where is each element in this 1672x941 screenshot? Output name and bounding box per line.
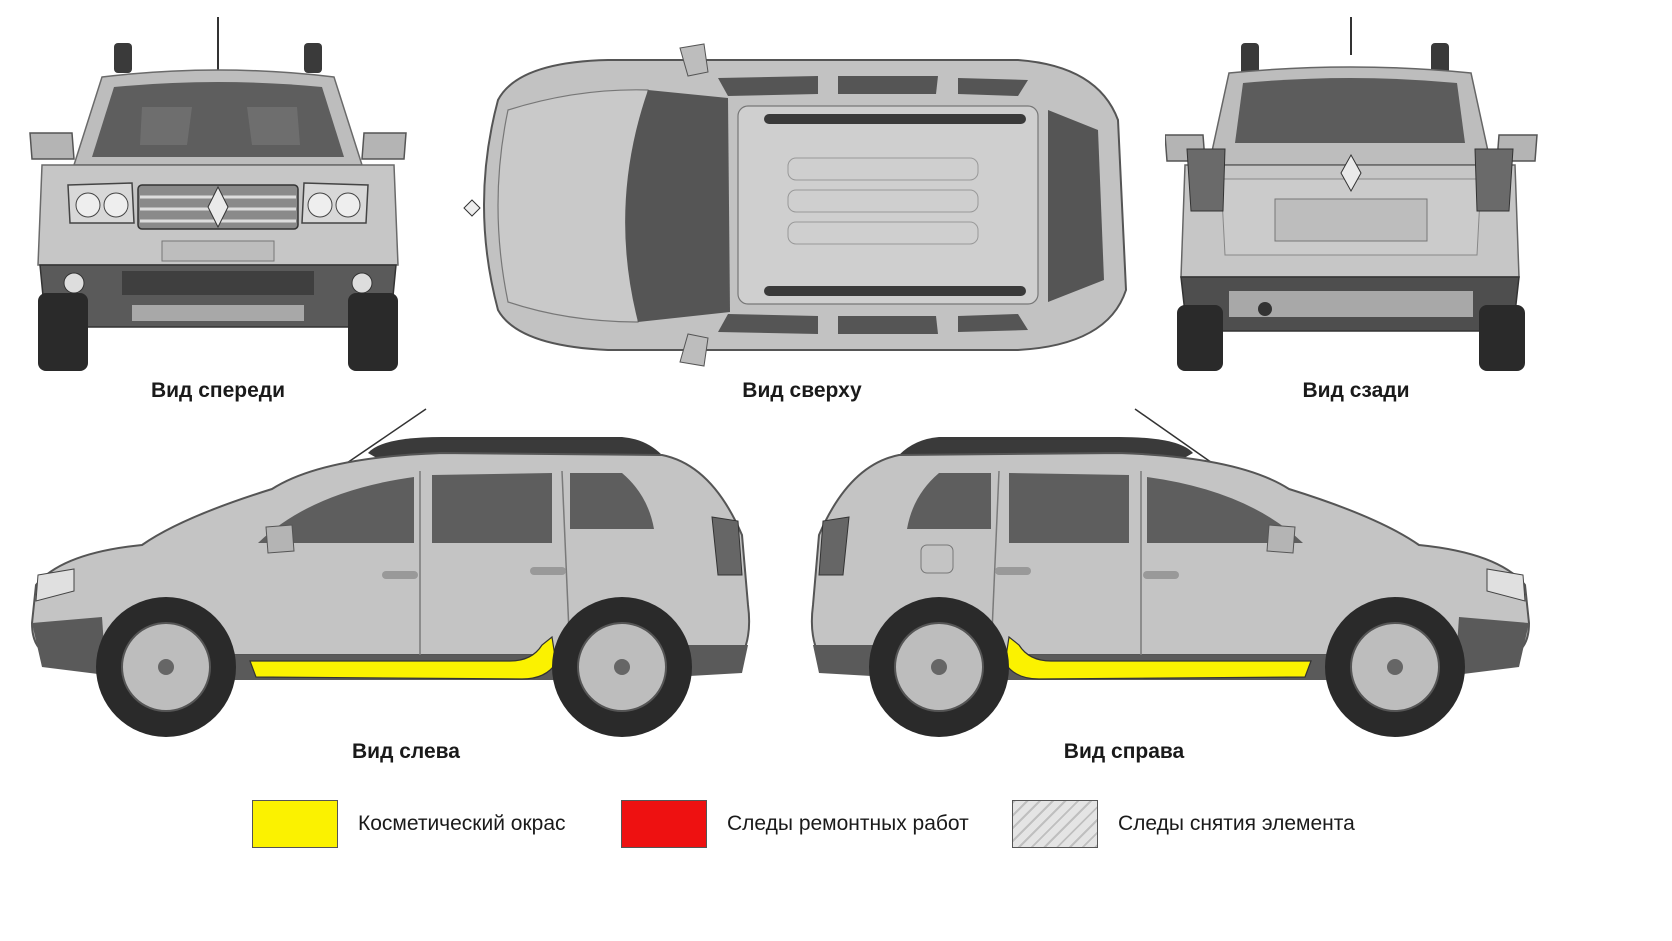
rear-view-label: Вид сзади <box>1302 379 1410 402</box>
left-view-label: Вид слева <box>352 740 460 763</box>
legend-label-cosmetic-paint: Косметический окрас <box>358 812 566 835</box>
right-view-label: Вид справа <box>1063 740 1185 763</box>
top-view-label: Вид сверху <box>742 379 862 402</box>
legend-swatch-element-removal <box>1012 800 1098 848</box>
legend-label-repair-traces: Следы ремонтных работ <box>727 812 969 835</box>
front-view <box>22 15 414 375</box>
left-sill-marked-area <box>249 635 557 680</box>
rear-view <box>1165 15 1540 375</box>
legend-swatch-repair-traces <box>621 800 707 848</box>
right-sill-marked-area <box>1004 635 1312 680</box>
legend-swatch-cosmetic-paint <box>252 800 338 848</box>
top-view <box>458 40 1138 370</box>
front-view-label: Вид спереди <box>150 379 286 402</box>
left-side-view <box>22 405 757 740</box>
legend-label-element-removal: Следы снятия элемента <box>1118 812 1355 835</box>
right-side-view <box>805 405 1540 740</box>
